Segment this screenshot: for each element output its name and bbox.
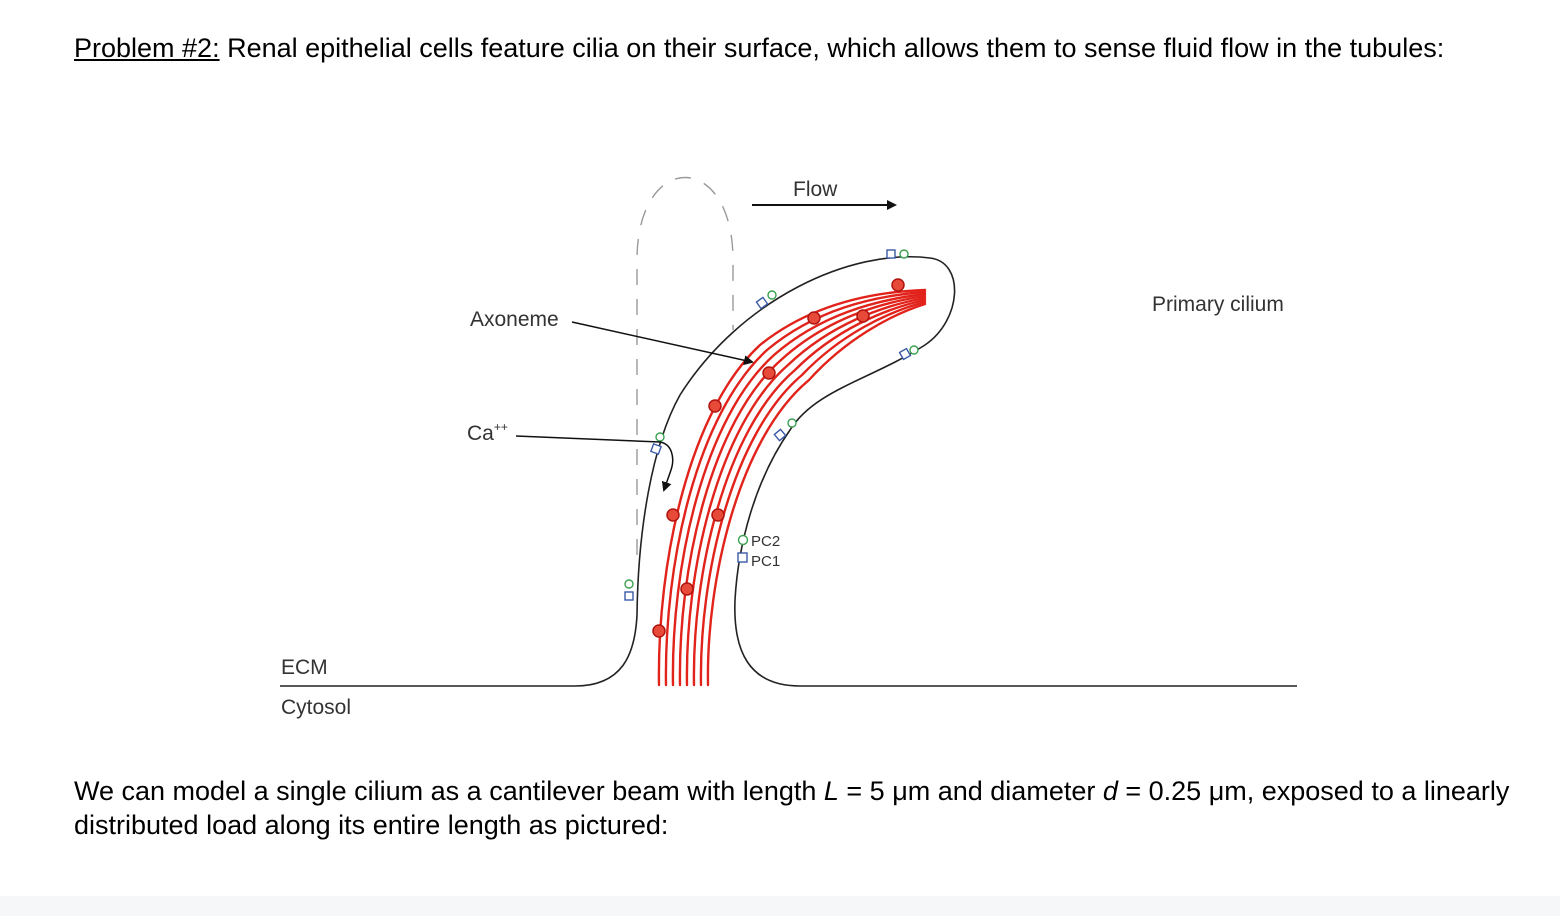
outro-text-1: We can model a single cilium as a cantil… bbox=[74, 776, 824, 806]
outro-text-2: = 5 μm and diameter bbox=[838, 776, 1103, 806]
pc1-legend-square bbox=[737, 552, 748, 563]
problem-label: Problem #2: bbox=[74, 33, 220, 63]
cytosol-label: Cytosol bbox=[281, 696, 351, 719]
axoneme-pointer bbox=[571, 321, 754, 366]
channel-pair-2 bbox=[649, 432, 665, 456]
page-bottom-band bbox=[0, 896, 1560, 916]
membrane-outline bbox=[280, 256, 1297, 687]
calcium-pointer bbox=[515, 435, 674, 492]
channel-pair-1 bbox=[624, 579, 634, 601]
pc-channel-pairs bbox=[624, 249, 919, 601]
pc2-legend-circle bbox=[737, 534, 749, 546]
outro-text-3: = 0.25 μm, exposed to a linearly distrib… bbox=[74, 776, 1510, 840]
channel-pair-3 bbox=[755, 290, 777, 310]
pc2-label: PC2 bbox=[751, 533, 780, 550]
channel-pair-5 bbox=[898, 345, 919, 361]
axoneme-label: Axoneme bbox=[470, 308, 559, 331]
flow-label: Flow bbox=[793, 178, 838, 201]
axoneme-bundle bbox=[657, 288, 927, 687]
axoneme-dots bbox=[652, 278, 905, 638]
intro-paragraph: Problem #2: Renal epithelial cells featu… bbox=[74, 31, 1494, 65]
length-variable: L bbox=[823, 776, 839, 806]
primary-cilium-label: Primary cilium bbox=[1152, 293, 1284, 316]
ecm-label: ECM bbox=[281, 656, 328, 679]
outro-paragraph: We can model a single cilium as a cantil… bbox=[74, 774, 1524, 842]
pc1-label: PC1 bbox=[751, 553, 780, 570]
channel-pair-4 bbox=[886, 249, 909, 259]
dashed-cilium-outline bbox=[636, 176, 734, 555]
calcium-superscript: ++ bbox=[494, 420, 508, 434]
calcium-text: Ca bbox=[467, 422, 494, 445]
calcium-label: Ca++ bbox=[467, 420, 508, 445]
intro-text: Renal epithelial cells feature cilia on … bbox=[219, 33, 1445, 63]
diameter-variable: d bbox=[1102, 776, 1118, 806]
channel-pair-6 bbox=[773, 418, 797, 442]
